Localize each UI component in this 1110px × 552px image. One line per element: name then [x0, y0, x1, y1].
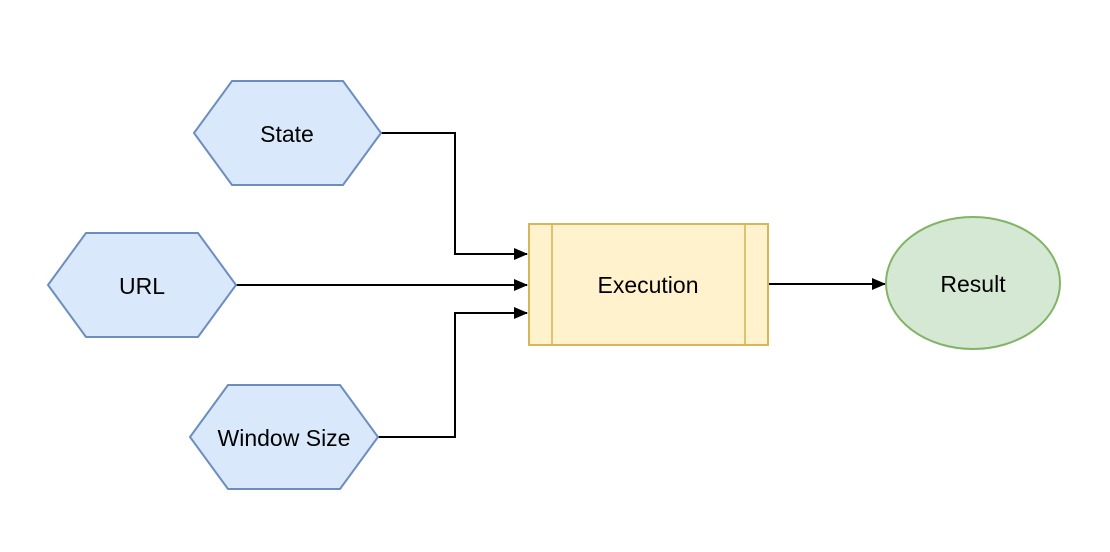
- url-hexagon-shape[interactable]: [46, 232, 238, 338]
- result-label: Result: [940, 271, 1006, 297]
- execution-label: Execution: [597, 272, 698, 298]
- node-result[interactable]: Result: [885, 216, 1061, 350]
- state-hexagon-shape[interactable]: [192, 80, 383, 186]
- result-ellipse-shape[interactable]: [885, 216, 1061, 350]
- window-size-label: Window Size: [218, 425, 351, 451]
- url-label: URL: [119, 273, 165, 299]
- window-size-hexagon-shape[interactable]: [188, 384, 380, 490]
- node-state[interactable]: State: [192, 80, 383, 186]
- node-execution[interactable]: Execution: [528, 223, 769, 346]
- node-window-size[interactable]: Window Size: [188, 384, 380, 490]
- execution-process-shape[interactable]: [528, 223, 769, 346]
- state-label: State: [260, 121, 314, 147]
- edge-window-size-to-execution[interactable]: [378, 307, 528, 438]
- edges-layer: [236, 132, 886, 438]
- node-url[interactable]: URL: [46, 232, 238, 338]
- edge-state-to-execution[interactable]: [381, 132, 528, 260]
